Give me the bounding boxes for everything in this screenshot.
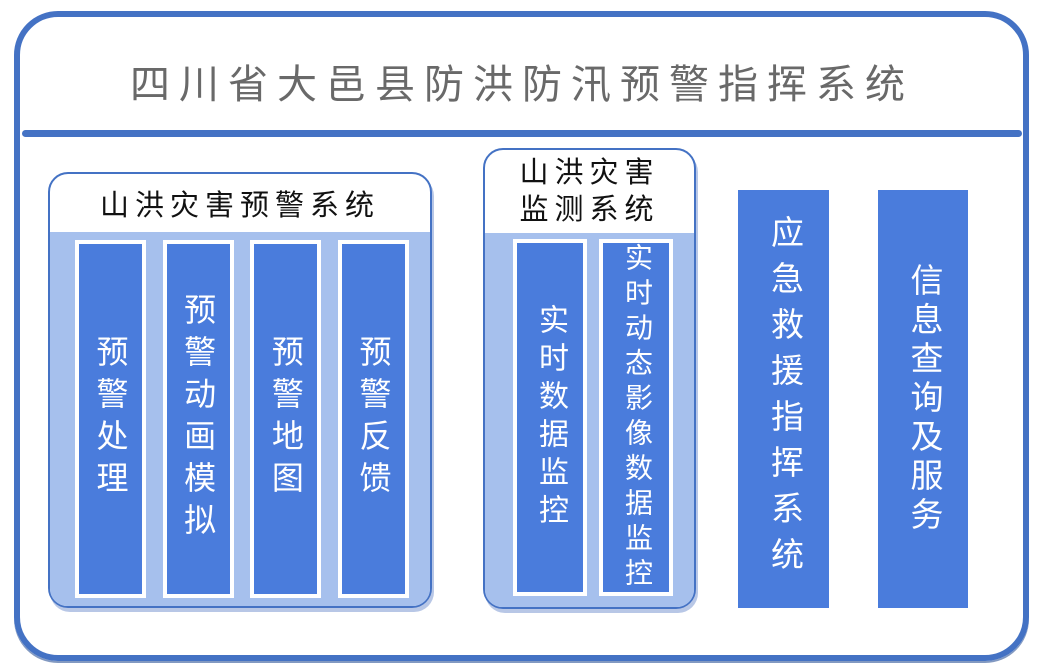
monitoring-system-box: 山洪灾害 监测系统 实时数据监控 实时动态影像数据监控 <box>483 148 696 609</box>
module-warning-map: 预警地图 <box>250 240 322 598</box>
module-warning-feedback: 预警反馈 <box>337 240 409 598</box>
monitoring-title-line2: 监测系统 <box>519 193 660 226</box>
monitoring-system-panel: 实时数据监控 实时动态影像数据监控 <box>485 233 694 607</box>
module-label: 信息查询及服务 <box>905 262 941 536</box>
outer-frame <box>14 11 1029 661</box>
module-label: 预警反馈 <box>355 335 392 503</box>
module-realtime-dynamic-video-data-monitoring: 实时动态影像数据监控 <box>599 239 673 596</box>
module-label: 预警动画模拟 <box>180 293 217 545</box>
module-label: 实时动态影像数据监控 <box>621 242 652 593</box>
module-realtime-data-monitoring: 实时数据监控 <box>513 239 587 596</box>
module-label: 预警处理 <box>92 335 129 503</box>
page-title: 四川省大邑县防洪防汛预警指挥系统 <box>130 63 914 107</box>
warning-system-title: 山洪灾害预警系统 <box>99 190 380 222</box>
monitoring-title-line1: 山洪灾害 <box>519 156 660 189</box>
module-information-query-and-service: 信息查询及服务 <box>878 190 968 608</box>
module-label: 预警地图 <box>267 335 304 503</box>
module-emergency-rescue-command-system: 应急救援指挥系统 <box>738 190 829 608</box>
module-warning-processing: 预警处理 <box>75 240 146 598</box>
title-divider <box>22 130 1022 137</box>
warning-system-panel: 预警处理 预警动画模拟 预警地图 预警反馈 <box>50 232 430 606</box>
module-label: 应急救援指挥系统 <box>765 215 802 583</box>
monitoring-system-title: 山洪灾害 监测系统 <box>485 150 694 233</box>
warning-system-box: 山洪灾害预警系统 预警处理 预警动画模拟 预警地图 预警反馈 <box>48 172 432 608</box>
module-warning-animation-simulation: 预警动画模拟 <box>162 240 234 598</box>
module-label: 实时数据监控 <box>534 303 567 532</box>
